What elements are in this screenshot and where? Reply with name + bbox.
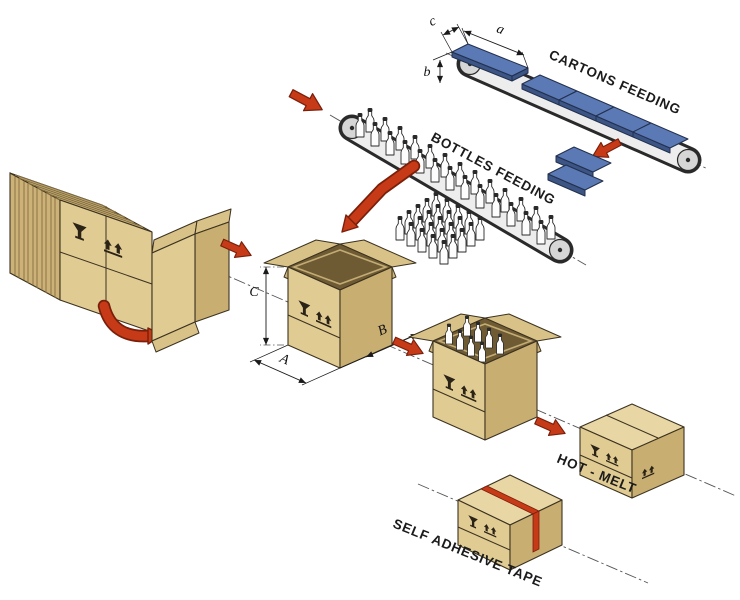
stack-band-line	[59, 251, 153, 285]
open-case: C A B	[249, 239, 423, 386]
dimension-case-height: C	[249, 266, 284, 346]
self-adhesive-tape-case: SELF ADHESIVE TAPE	[391, 474, 563, 590]
blank-flap-bottom	[151, 321, 200, 353]
cartons-feeding-conveyor: CARTONS FEEDING a c b	[424, 13, 702, 197]
stack-left-stripes	[14, 175, 56, 298]
dimension-a-label: a	[494, 21, 506, 38]
case-right-face	[631, 426, 685, 499]
dimension-C-label: C	[249, 285, 259, 300]
case-seam	[605, 414, 659, 439]
dimension-c-label: c	[427, 13, 439, 30]
flow-arrow-packed-to-sealed	[532, 412, 570, 442]
carton-blanks-on-belt	[521, 74, 689, 154]
hot-melt-case: HOT - MELT	[555, 403, 685, 499]
bottles-to-case-arrow	[341, 159, 421, 233]
car​ton-blank-stack	[9, 172, 153, 333]
carton-blank-outfeed-stack	[547, 146, 612, 197]
blank-panel-inner	[194, 221, 230, 323]
carton-erecting-blank	[151, 208, 232, 353]
dimension-A-label: A	[277, 351, 292, 369]
bottles-entry-arrow	[285, 84, 328, 119]
tape-strip-front	[532, 510, 540, 553]
dimension-c: c	[427, 13, 469, 53]
case-right-face	[484, 340, 538, 441]
dimension-b: b	[424, 51, 453, 83]
packed-case	[408, 313, 562, 441]
dimension-b-label: b	[424, 65, 431, 80]
